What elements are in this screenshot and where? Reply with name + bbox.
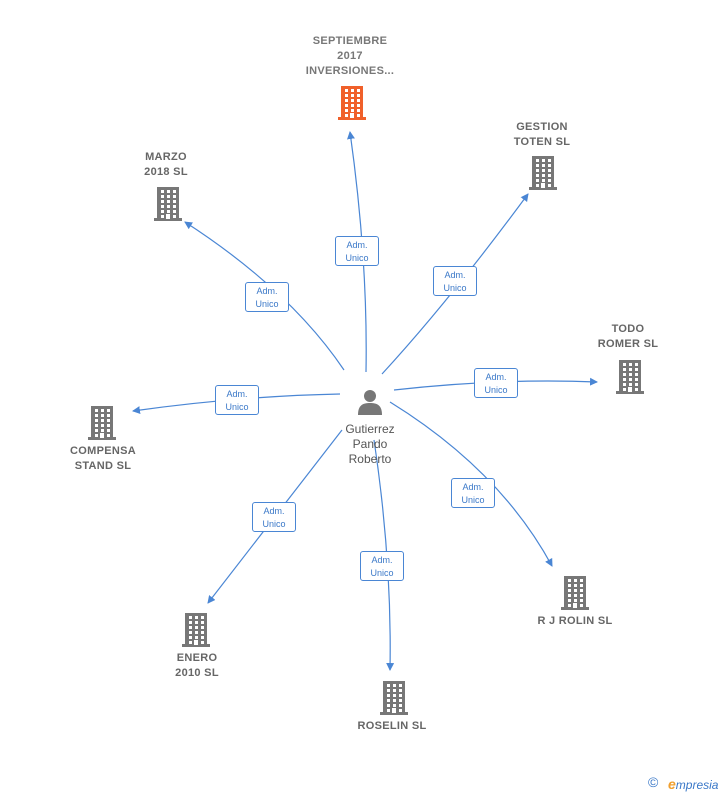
building-icon <box>182 613 210 647</box>
relation-label-todo: Adm. Unico <box>474 368 518 398</box>
building-icon <box>380 681 408 715</box>
copyright-symbol: © <box>648 774 659 790</box>
company-node-rjrolin[interactable] <box>560 574 590 615</box>
company-name-rjrolin[interactable]: R J ROLIN SL <box>537 615 613 627</box>
company-node-enero[interactable] <box>181 611 211 652</box>
relation-label-rjrolin: Adm. Unico <box>451 478 495 508</box>
person-node[interactable] <box>355 386 385 416</box>
relation-label-enero: Adm. Unico <box>252 502 296 532</box>
company-name-gestion[interactable]: GESTION TOTEN SL <box>513 121 571 148</box>
company-node-todo[interactable] <box>615 358 645 399</box>
edge-rjrolin <box>389 401 553 567</box>
building-icon <box>338 86 366 120</box>
building-icon <box>529 156 557 190</box>
person-icon <box>358 390 382 415</box>
company-node-roselin[interactable] <box>379 679 409 720</box>
brand-logo: empresia <box>668 776 719 792</box>
company-node-gestion[interactable] <box>528 154 558 195</box>
company-node-compensa[interactable] <box>87 404 117 445</box>
relation-label-gestion: Adm. Unico <box>433 266 477 296</box>
company-name-enero[interactable]: ENERO 2010 SL <box>175 652 219 679</box>
company-name-marzo[interactable]: MARZO 2018 SL <box>144 151 188 178</box>
company-name-todo[interactable]: TODO ROMER SL <box>597 323 659 350</box>
building-icon <box>616 360 644 394</box>
building-icon <box>561 576 589 610</box>
relation-label-compensa: Adm. Unico <box>215 385 259 415</box>
company-name-compensa[interactable]: COMPENSA STAND SL <box>70 445 136 472</box>
person-name[interactable]: Gutierrez Pando Roberto <box>345 422 395 466</box>
company-name-roselin[interactable]: ROSELIN SL <box>357 720 427 732</box>
company-node-marzo[interactable] <box>153 185 183 226</box>
company-name-septiembre[interactable]: SEPTIEMBRE 2017 INVERSIONES... <box>305 35 395 77</box>
company-node-septiembre[interactable] <box>337 84 367 125</box>
relation-label-septiembre: Adm. Unico <box>335 236 379 266</box>
building-icon <box>88 406 116 440</box>
relation-label-roselin: Adm. Unico <box>360 551 404 581</box>
building-icon <box>154 187 182 221</box>
relation-label-marzo: Adm. Unico <box>245 282 289 312</box>
